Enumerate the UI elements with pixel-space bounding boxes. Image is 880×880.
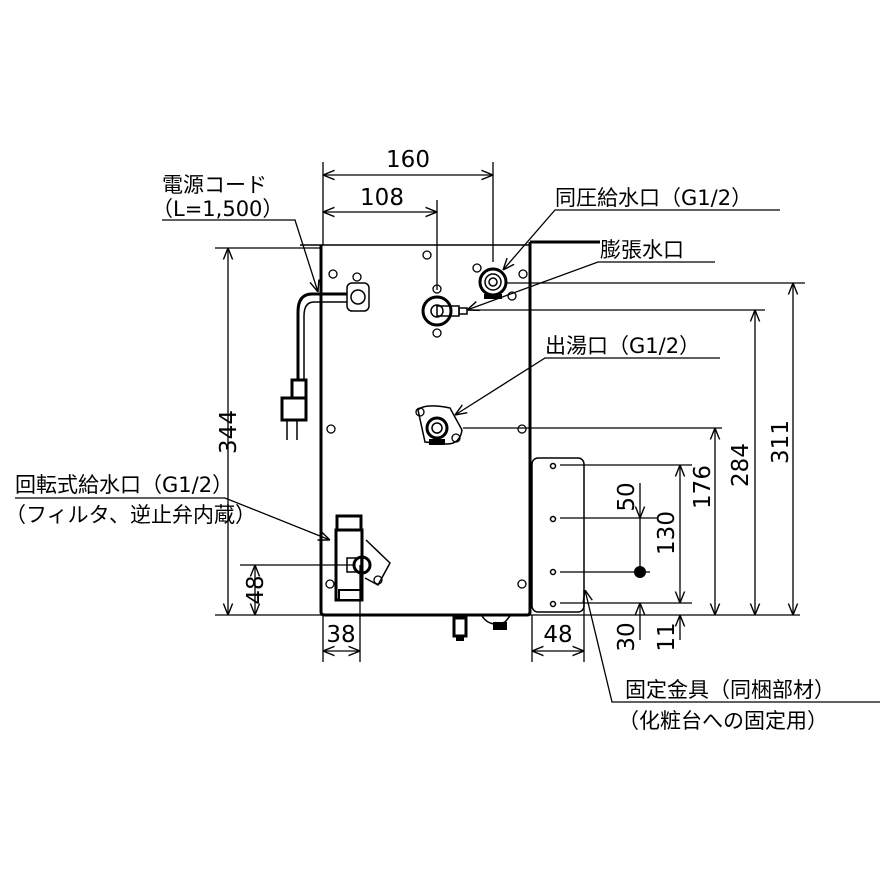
dim-176: 176 [690,465,716,509]
label-equal-pressure-inlet: 同圧給水口（G1/2） [555,186,752,210]
label-bracket-note: （化粧台への固定用） [618,709,828,733]
rotary-inlet-icon [334,514,391,602]
label-power-cord-length: （L=1,500） [152,197,283,221]
label-power-cord: 電源コード [162,173,267,197]
expansion-port-icon [421,295,468,327]
cord-outlet-icon [346,282,370,312]
equal-pressure-inlet-icon [478,267,508,299]
fixing-bracket [531,457,585,613]
power-cord-icon [280,292,347,440]
dim-284: 284 [728,443,754,487]
label-rotary-inlet: 回転式給水口（G1/2） [15,473,233,497]
dim-160: 160 [386,147,430,173]
reference-dot [634,566,646,578]
dim-48-inlet: 48 [243,575,269,604]
dim-30: 30 [614,622,640,651]
dim-344: 344 [216,410,242,454]
dimension-lines [228,175,793,651]
dim-48-bracket: 48 [543,622,572,648]
dim-38: 38 [326,622,355,648]
dim-11: 11 [654,622,680,651]
bottom-fittings-icon [452,615,511,641]
label-hot-water-outlet: 出湯口（G1/2） [545,334,700,358]
dim-108: 108 [360,185,404,211]
dim-311: 311 [768,420,794,464]
dim-50: 50 [614,482,640,511]
dim-130: 130 [654,511,680,555]
hot-water-outlet-icon [417,405,463,445]
label-rotary-inlet-note: （フィルタ、逆止弁内蔵） [5,503,256,527]
leader-lines [15,209,880,703]
label-bracket: 固定金具（同梱部材） [625,678,835,702]
extension-lines [215,162,805,662]
label-expansion-outlet: 膨張水口 [600,238,684,262]
